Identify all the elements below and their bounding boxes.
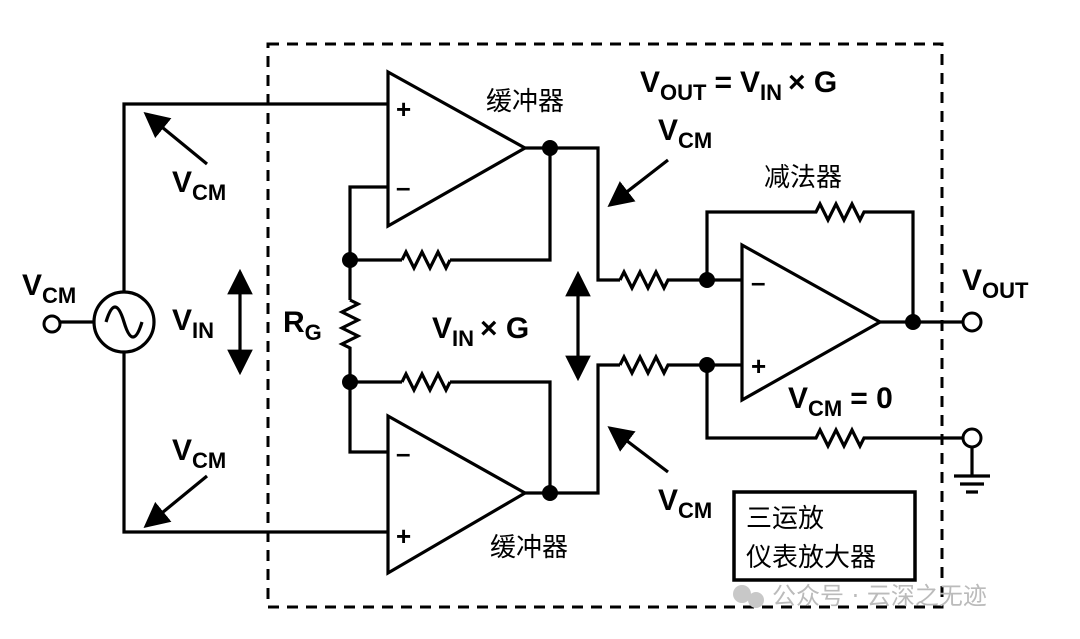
minus-sign: – (396, 172, 410, 202)
title-line-2: 仪表放大器 (746, 543, 876, 573)
subtractor-opamp: – + (618, 200, 990, 494)
plus-sign: + (751, 351, 766, 381)
opamp-triangle (386, 413, 529, 576)
watermark: 公众号 · 云深之无迹 (733, 582, 987, 610)
vout-equation: VOUT=VIN× G (640, 66, 837, 105)
feedback-wire (450, 380, 552, 493)
inverting-input-wire (348, 185, 402, 300)
title-box: 三运放 仪表放大器 (732, 490, 917, 582)
vin-times-g-label: VIN× G (432, 312, 529, 351)
rg-label: RG (283, 306, 322, 345)
vcm-label-bottom-left: VCM (172, 434, 226, 473)
junction-dot (905, 314, 921, 330)
vcm-terminal (42, 314, 62, 334)
vout-terminal (961, 311, 983, 333)
vcm-label-top-right: VCM (658, 114, 712, 153)
wechat-icon (733, 585, 751, 603)
output-wire (525, 146, 620, 282)
ground-terminal (961, 427, 983, 449)
watermark-text: 公众号 · 云深之无迹 (772, 582, 987, 610)
sine-wave-icon (104, 305, 144, 339)
junction-dot (542, 485, 558, 501)
input-wire-top (122, 102, 388, 292)
vcm-arrow-bottom-right (607, 426, 669, 474)
junction-dot (542, 140, 558, 156)
junction-dot (699, 357, 715, 373)
opamp-triangle (740, 242, 884, 403)
vcm-label-bottom-right: VCM (658, 484, 712, 523)
input-source (42, 102, 388, 534)
inverting-input-resistor (618, 268, 742, 292)
vcm-label-source: VCM (22, 269, 76, 308)
title-line-1: 三运放 (746, 504, 824, 534)
top-buffer-label: 缓冲器 (486, 87, 564, 117)
subtractor-feedback-resistor (705, 200, 915, 322)
top-feedback-resistor (400, 248, 452, 272)
arrows (143, 111, 669, 529)
vcm-arrow-top-right (607, 158, 669, 207)
ic-boundary (266, 42, 944, 609)
input-wire-bottom (122, 352, 388, 534)
vin-label: VIN (172, 304, 214, 343)
bottom-buffer-opamp: – + (342, 363, 620, 576)
top-buffer-opamp: + – (342, 69, 620, 300)
junction-dot (699, 272, 715, 288)
bottom-feedback-resistor (400, 370, 452, 394)
junction-dot (342, 252, 358, 268)
vout-label: VOUT (962, 264, 1029, 303)
inverting-input-wire (348, 380, 402, 454)
vcm-arrow-top-left (143, 111, 209, 166)
rg-resistor (338, 298, 362, 382)
feedback-wire (450, 148, 552, 262)
plus-sign: + (396, 521, 411, 551)
vcm-arrow-bottom-left (143, 474, 209, 529)
noninverting-input-resistor (618, 353, 742, 377)
ground-resistor (705, 365, 964, 450)
vcm-label-top-left: VCM (172, 166, 226, 205)
ground-icon (954, 447, 990, 494)
junction-dot (342, 374, 358, 390)
minus-sign: – (396, 438, 410, 468)
opamp-triangle (386, 69, 529, 229)
plus-sign: + (396, 94, 411, 124)
output-wire (525, 363, 620, 495)
bottom-buffer-label: 缓冲器 (490, 533, 568, 563)
subtractor-label: 减法器 (764, 163, 842, 193)
minus-sign: – (751, 267, 765, 297)
vcm-zero-label: VCM= 0 (788, 382, 893, 421)
